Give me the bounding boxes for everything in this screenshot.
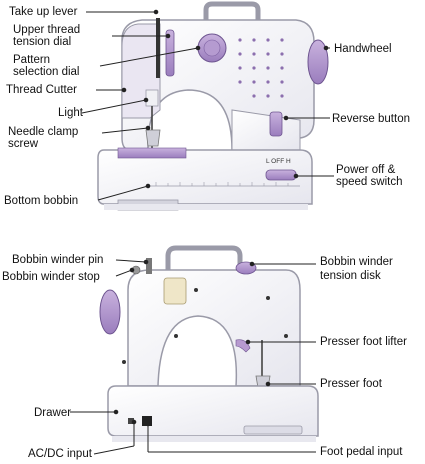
label-presser-foot: Presser foot bbox=[320, 378, 382, 390]
label-pattern-dial-line1: Pattern bbox=[13, 54, 51, 66]
label-take-up-lever: Take up lever bbox=[9, 6, 78, 18]
label-reverse-button: Reverse button bbox=[332, 113, 410, 125]
label-pattern-dial-line2: selection dial bbox=[13, 66, 80, 78]
switch-marks: L OFF H bbox=[266, 158, 291, 165]
label-tension-disk-line1: Bobbin winder bbox=[320, 256, 393, 268]
label-foot-pedal-input: Foot pedal input bbox=[320, 446, 403, 458]
bobbin-winder-pin-shape bbox=[146, 258, 152, 274]
label-bobbin-winder-pin: Bobbin winder pin bbox=[12, 254, 104, 266]
label-bottom-bobbin: Bottom bobbin bbox=[4, 195, 79, 207]
handwheel bbox=[307, 39, 329, 85]
drawer-shape bbox=[243, 425, 303, 435]
back-carry-handle bbox=[165, 245, 243, 272]
label-power-switch-line2: speed switch bbox=[336, 176, 403, 188]
label-upper-tension-dial-line1: Upper thread bbox=[13, 24, 81, 36]
label-tension-disk-line2: tension disk bbox=[320, 270, 381, 282]
label-needle-clamp-line1: Needle clamp bbox=[8, 126, 79, 138]
label-bobbin-winder-stop: Bobbin winder stop bbox=[2, 271, 100, 283]
front-view-machine bbox=[97, 1, 329, 211]
label-handwheel: Handwheel bbox=[334, 43, 392, 55]
label-thread-cutter: Thread Cutter bbox=[6, 84, 77, 96]
label-upper-tension-dial-line2: tension dial bbox=[13, 36, 72, 48]
back-view-machine bbox=[99, 245, 319, 442]
stitch-chart bbox=[238, 38, 284, 98]
label-acdc-input: AC/DC input bbox=[28, 448, 92, 460]
reverse-button-shape bbox=[269, 111, 283, 137]
back-machine-head bbox=[127, 269, 301, 387]
take-up-lever bbox=[156, 18, 160, 78]
carry-handle bbox=[203, 1, 261, 30]
label-power-switch-line1: Power off & bbox=[336, 164, 396, 176]
label-light: Light bbox=[58, 107, 83, 119]
label-needle-clamp-line2: screw bbox=[8, 138, 39, 150]
power-switch-shape bbox=[265, 169, 297, 181]
machine-base bbox=[97, 149, 313, 205]
label-drawer: Drawer bbox=[34, 407, 72, 419]
label-presser-foot-lifter: Presser foot lifter bbox=[320, 336, 407, 348]
back-machine-base bbox=[107, 385, 319, 437]
leader-lines bbox=[70, 9, 334, 455]
